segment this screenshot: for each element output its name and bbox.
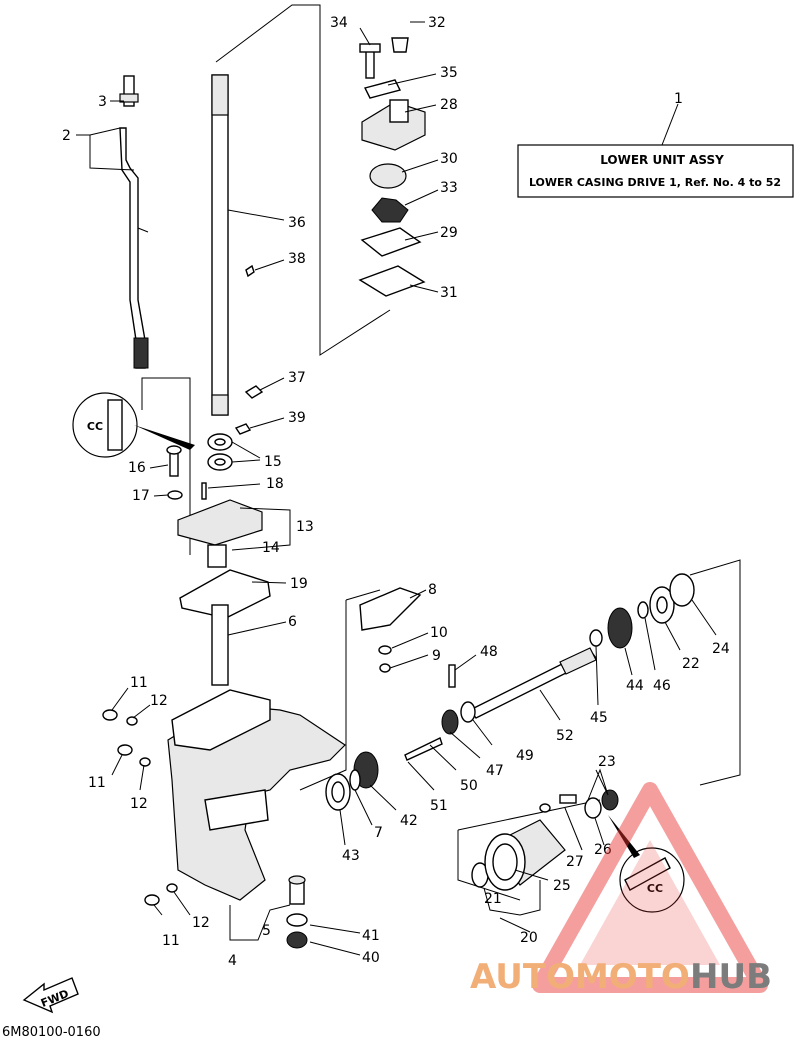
watermark-triangle (532, 782, 768, 993)
cc-detail-top: CC (72, 392, 195, 458)
drive-shaft (211, 74, 229, 416)
callout-24: 24 (712, 641, 730, 657)
callout-4: 4 (228, 953, 237, 969)
bottom-parts (286, 875, 308, 949)
callout-3: 3 (98, 94, 107, 110)
callout-11b: 11 (88, 775, 106, 791)
callout-25: 25 (553, 878, 571, 894)
cc-detail-right: CC (608, 815, 685, 913)
title-box-line1: LOWER UNIT ASSY (600, 153, 724, 167)
callout-51: 51 (430, 798, 448, 814)
callout-38: 38 (288, 251, 306, 267)
callout-2: 2 (62, 128, 71, 144)
callout-50: 50 (460, 778, 478, 794)
callout-36: 36 (288, 215, 306, 231)
callout-5: 5 (262, 923, 271, 939)
callout-49: 49 (516, 748, 534, 764)
callout-44: 44 (626, 678, 644, 694)
callout-30: 30 (440, 151, 458, 167)
diagram-code: 6M80100-0160 (2, 1025, 101, 1040)
callout-11a: 11 (130, 675, 148, 691)
callout-11c: 11 (162, 933, 180, 949)
callout-12a: 12 (150, 693, 168, 709)
fwd-arrow: FWD (22, 977, 79, 1014)
callout-48: 48 (480, 644, 498, 660)
callout-31: 31 (440, 285, 458, 301)
callout-40: 40 (362, 950, 380, 966)
callout-42: 42 (400, 813, 418, 829)
callout-41: 41 (362, 928, 380, 944)
cc-label-right: CC (647, 882, 663, 895)
callout-18: 18 (266, 476, 284, 492)
callout-23: 23 (598, 754, 616, 770)
callout-32: 32 (428, 15, 446, 31)
callout-39: 39 (288, 410, 306, 426)
oil-seal-housing (166, 433, 271, 686)
callout-45: 45 (590, 710, 608, 726)
callout-7: 7 (374, 825, 383, 841)
callout-9: 9 (432, 648, 441, 664)
callout-35: 35 (440, 65, 458, 81)
callout-15: 15 (264, 454, 282, 470)
callout-16: 16 (128, 460, 146, 476)
callout-43: 43 (342, 848, 360, 864)
shift-rod (119, 75, 149, 369)
callout-33: 33 (440, 180, 458, 196)
title-box: LOWER UNIT ASSY LOWER CASING DRIVE 1, Re… (517, 103, 794, 198)
leader-lines (76, 21, 717, 956)
callout-6: 6 (288, 614, 297, 630)
callout-46: 46 (653, 678, 671, 694)
cc-label-top: CC (87, 420, 103, 433)
callout-21: 21 (484, 891, 502, 907)
callout-8: 8 (428, 582, 437, 598)
callout-26: 26 (594, 842, 612, 858)
water-pump-parts (234, 37, 426, 435)
callout-12b: 12 (130, 796, 148, 812)
callout-13: 13 (296, 519, 314, 535)
callout-14: 14 (262, 540, 280, 556)
callout-20: 20 (520, 930, 538, 946)
callout-1: 1 (674, 91, 683, 107)
callout-37: 37 (288, 370, 306, 386)
bolts-and-washers (102, 709, 178, 906)
callout-47: 47 (486, 763, 504, 779)
watermark: AUTOMOTO HUB (470, 782, 772, 997)
callout-28: 28 (440, 97, 458, 113)
callout-numbers: 1 2 3 4 5 6 7 8 9 10 11 11 11 12 12 12 1… (62, 15, 730, 969)
callout-10: 10 (430, 625, 448, 641)
callout-52: 52 (556, 728, 574, 744)
shaft-housing (471, 789, 619, 891)
callout-22: 22 (682, 656, 700, 672)
callout-34: 34 (330, 15, 348, 31)
group-frame-lines (141, 4, 741, 901)
callout-29: 29 (440, 225, 458, 241)
callout-17: 17 (132, 488, 150, 504)
callout-19: 19 (290, 576, 308, 592)
watermark-text-2: HUB (690, 957, 772, 997)
callout-27: 27 (566, 854, 584, 870)
watermark-text-1: AUTOMOTO (470, 957, 690, 997)
title-box-line2: LOWER CASING DRIVE 1, Ref. No. 4 to 52 (529, 176, 781, 189)
lower-casing (167, 689, 346, 901)
callout-12c: 12 (192, 915, 210, 931)
